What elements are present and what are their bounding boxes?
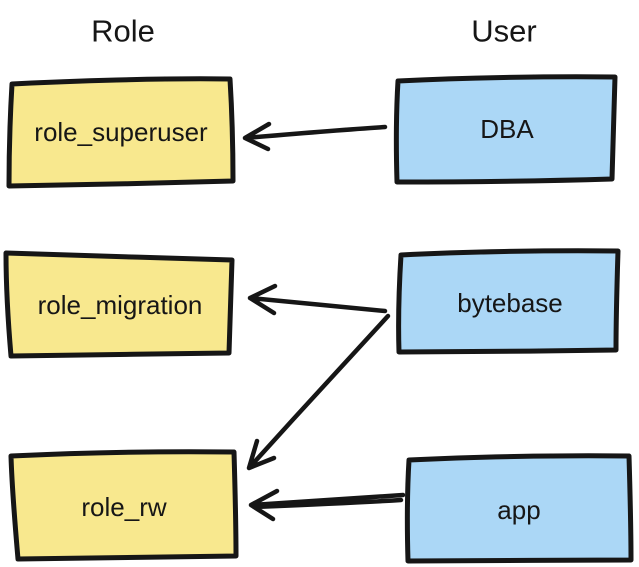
dba-label: DBA: [480, 114, 534, 144]
app-label: app: [497, 495, 541, 525]
arrow-bytebase-to-role-migration: [247, 283, 388, 316]
bytebase-label: bytebase: [457, 288, 563, 318]
arrow-app-to-role-rw: [248, 488, 406, 522]
bytebase-box: [396, 248, 621, 355]
column-header-role: Role: [91, 13, 155, 49]
role-migration-label: role_migration: [37, 290, 203, 320]
role-rw-label: role_rw: [81, 492, 167, 522]
role-superuser-label: role_superuser: [34, 117, 208, 147]
column-header-user: User: [471, 13, 537, 49]
role-rw-box: [8, 449, 239, 562]
arrow-bytebase-to-role-rw: [246, 313, 391, 471]
role-migration-box: [3, 250, 235, 359]
arrow-dba-to-role-superuser: [242, 121, 388, 152]
role-superuser-box: [6, 76, 236, 189]
app-box: [404, 453, 634, 564]
dba-box: [393, 74, 618, 185]
